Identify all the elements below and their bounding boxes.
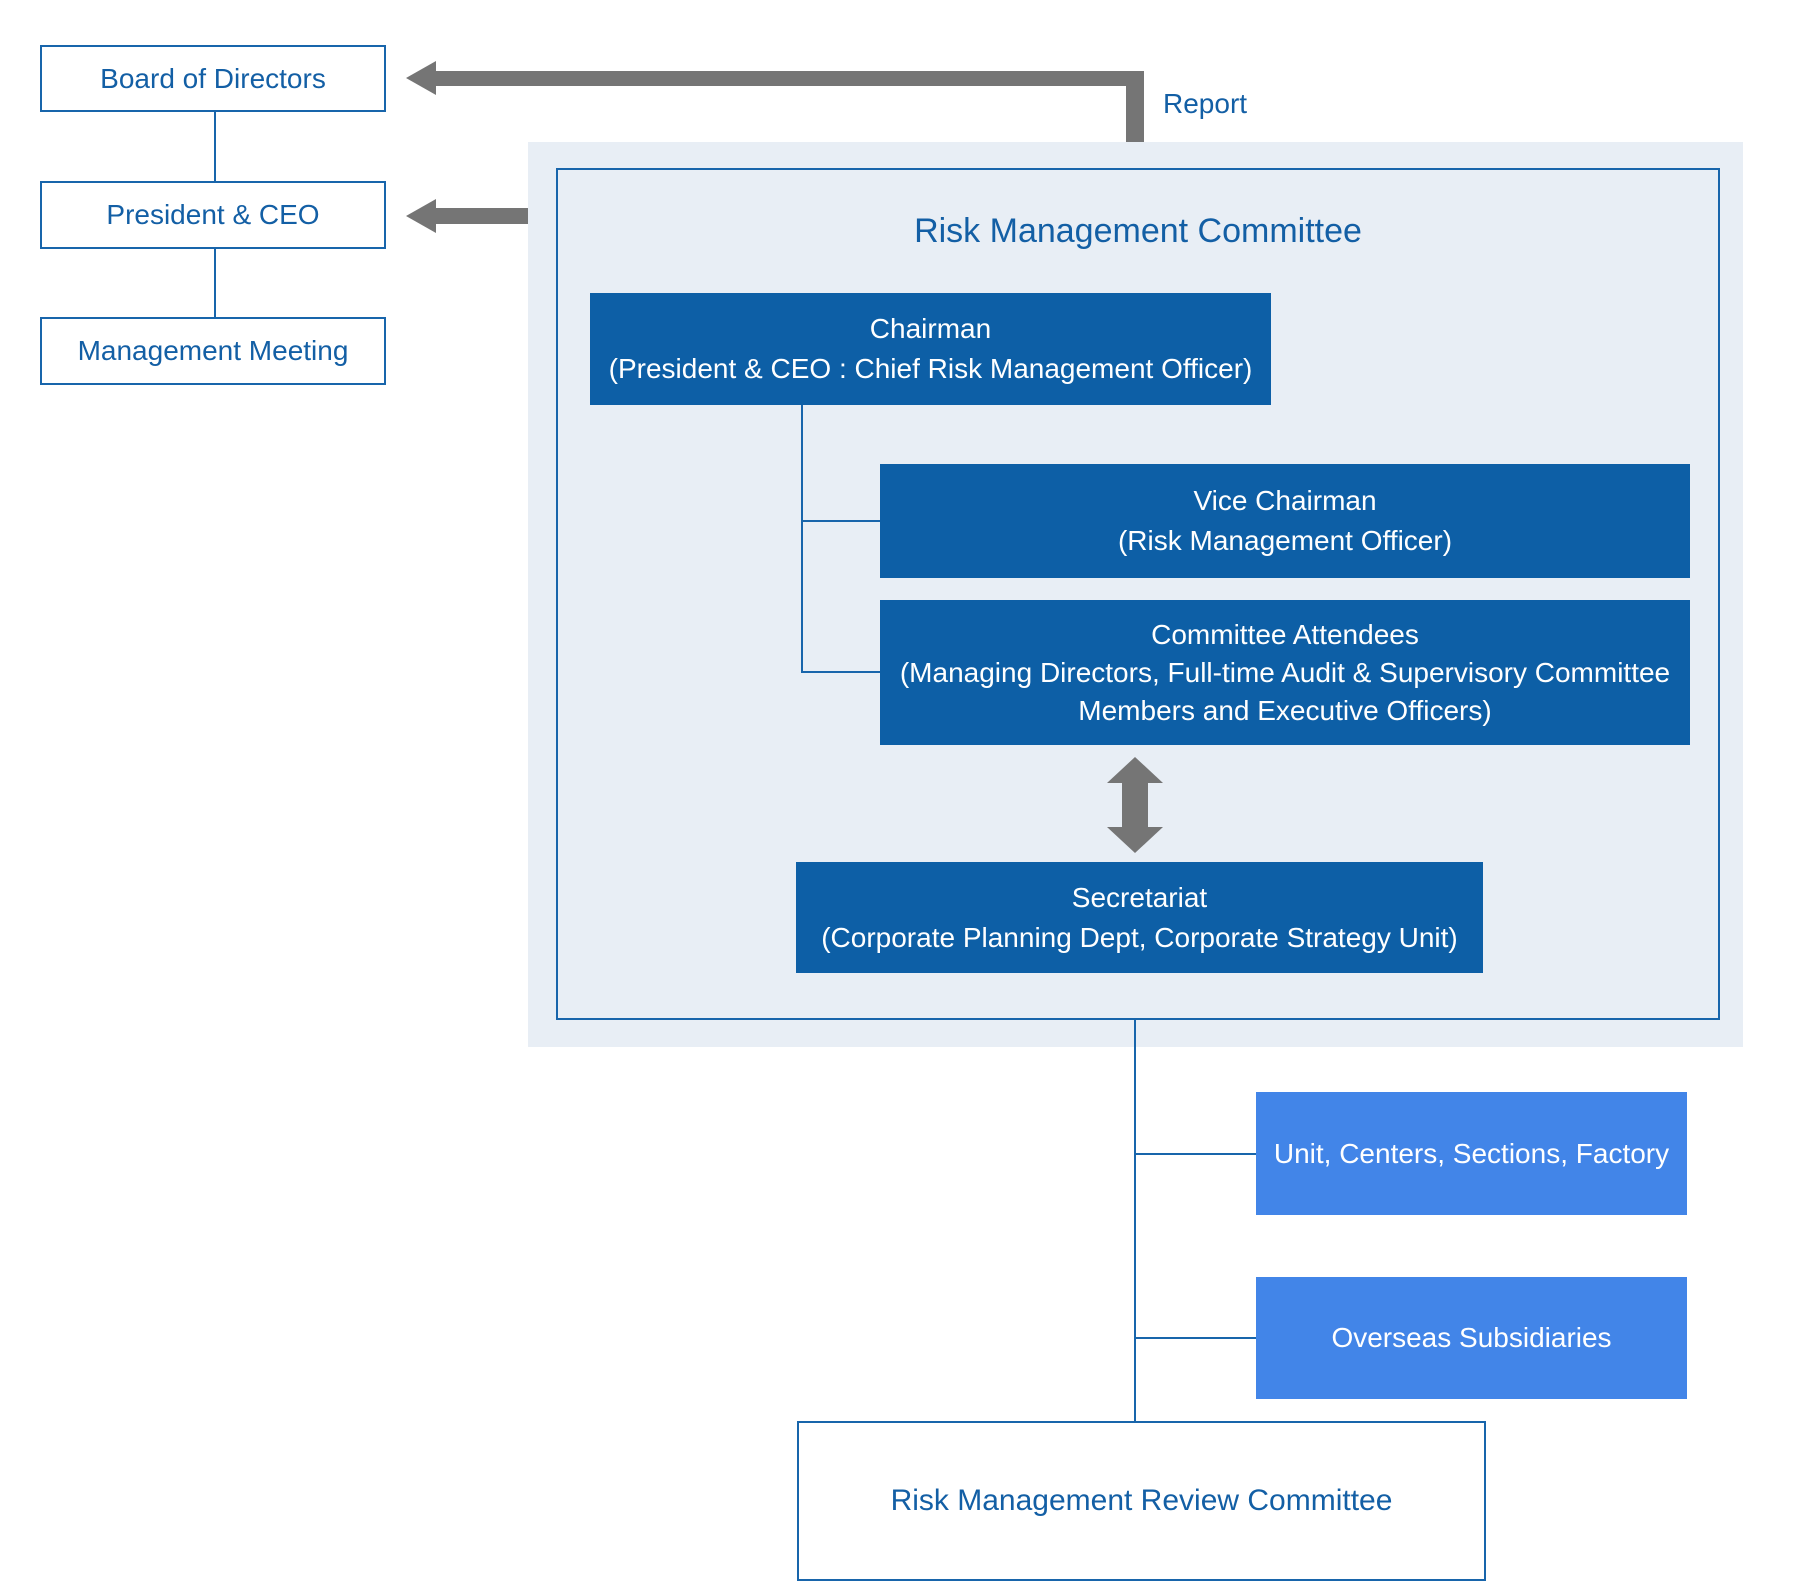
board-of-directors-box: Board of Directors <box>40 45 386 112</box>
unit-centers-sections-factory-box: Unit, Centers, Sections, Factory <box>1256 1092 1687 1215</box>
management-meeting-label: Management Meeting <box>77 335 349 366</box>
connector-president-management <box>214 249 216 317</box>
secretariat-box: Secretariat (Corporate Planning Dept, Co… <box>796 862 1483 973</box>
connector-to-attendees <box>801 671 880 673</box>
attendees-line2: (Managing Directors, Full-time Audit & S… <box>899 656 1671 688</box>
report-arrowhead-icon <box>406 61 436 95</box>
vice-chairman-box: Vice Chairman (Risk Management Officer) <box>880 464 1690 578</box>
attendees-line1: Committee Attendees <box>1151 618 1419 650</box>
secretariat-line1: Secretariat <box>1071 881 1208 913</box>
review-committee-box: Risk Management Review Committee <box>797 1421 1486 1581</box>
connector-to-units <box>1134 1153 1256 1155</box>
unit-centers-label: Unit, Centers, Sections, Factory <box>1273 1137 1670 1169</box>
committee-attendees-box: Committee Attendees (Managing Directors,… <box>880 600 1690 745</box>
bidirectional-arrow-shaft <box>1122 782 1148 828</box>
ceo-arrow-shaft <box>434 208 530 224</box>
review-committee-label: Risk Management Review Committee <box>890 1484 1393 1517</box>
chairman-line2: (President & CEO : Chief Risk Management… <box>608 353 1253 384</box>
attendees-line3: Members and Executive Officers) <box>1078 694 1492 726</box>
bidirectional-arrow-up <box>1107 757 1163 783</box>
connector-chairman-drop <box>801 405 803 673</box>
committee-title: Risk Management Committee <box>914 212 1362 250</box>
overseas-subsidiaries-box: Overseas Subsidiaries <box>1256 1277 1687 1399</box>
bidirectional-arrow-down <box>1107 827 1163 853</box>
secretariat-line2: (Corporate Planning Dept, Corporate Stra… <box>821 921 1458 953</box>
vice-chairman-line2: (Risk Management Officer) <box>1117 525 1453 556</box>
chairman-box: Chairman (President & CEO : Chief Risk M… <box>590 293 1271 405</box>
president-ceo-label: President & CEO <box>106 199 320 230</box>
committee-frame <box>556 168 1720 1020</box>
report-arrow-elbow <box>1126 71 1144 143</box>
management-meeting-box: Management Meeting <box>40 317 386 385</box>
vice-chairman-line1: Vice Chairman <box>1193 485 1377 516</box>
report-label: Report <box>1163 88 1248 119</box>
connector-board-president <box>214 112 216 181</box>
ceo-arrowhead-icon <box>406 199 436 233</box>
report-arrow-shaft <box>434 71 1144 86</box>
connector-to-overseas <box>1134 1337 1256 1339</box>
chairman-line1: Chairman <box>869 313 992 344</box>
president-ceo-box: President & CEO <box>40 181 386 249</box>
connector-panel-drop <box>1134 1020 1136 1421</box>
board-of-directors-label: Board of Directors <box>100 62 326 94</box>
overseas-subsidiaries-label: Overseas Subsidiaries <box>1331 1322 1612 1353</box>
connector-to-vice-chairman <box>801 520 880 522</box>
